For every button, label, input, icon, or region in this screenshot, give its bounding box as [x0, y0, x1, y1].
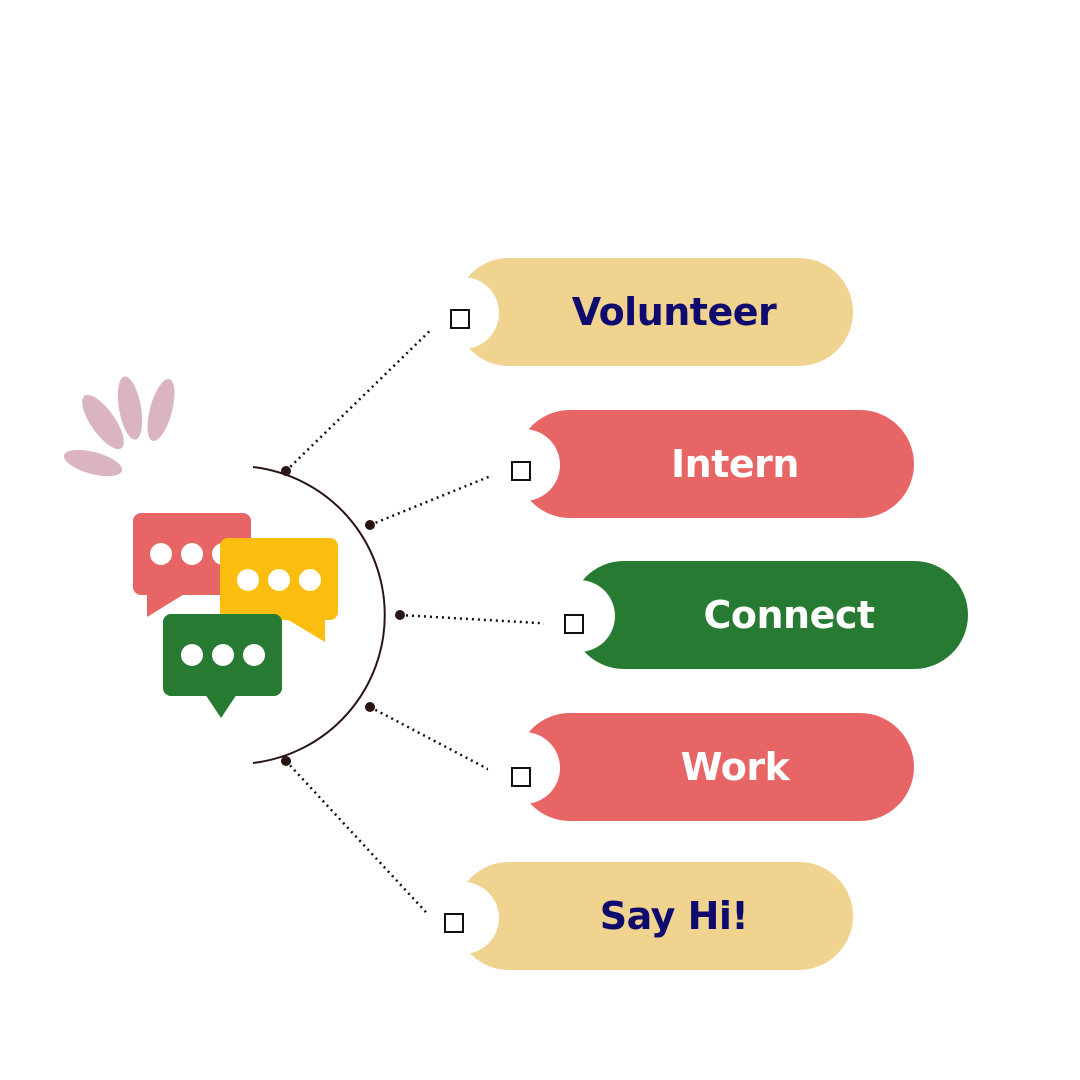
option-label: Say Hi!: [599, 894, 749, 938]
option-pill-intern[interactable]: Intern: [516, 410, 914, 518]
option-label: Intern: [671, 442, 799, 486]
option-pill-say-hi[interactable]: Say Hi!: [455, 862, 853, 970]
checkbox-icon[interactable]: [450, 309, 470, 329]
option-pill-connect[interactable]: Connect: [570, 561, 968, 669]
option-pill-volunteer[interactable]: Volunteer: [455, 258, 853, 366]
connector-node: [281, 756, 291, 766]
checkbox-icon[interactable]: [511, 461, 531, 481]
connector-node: [365, 702, 375, 712]
checkbox-icon[interactable]: [564, 614, 584, 634]
checkbox-icon[interactable]: [444, 913, 464, 933]
connector-node: [395, 610, 405, 620]
connector-line: [369, 469, 504, 527]
chat-bubble-green-icon: [163, 614, 282, 718]
connector-line: [285, 318, 443, 472]
connector-node: [281, 466, 291, 476]
option-label: Work: [680, 745, 790, 789]
checkbox-icon[interactable]: [511, 767, 531, 787]
option-label: Volunteer: [571, 290, 777, 334]
connector-line: [399, 613, 557, 626]
chat-bubble-yellow-icon: [220, 538, 338, 642]
connector-line: [369, 705, 504, 779]
connector-node: [365, 520, 375, 530]
option-pill-work[interactable]: Work: [516, 713, 914, 821]
option-label: Connect: [703, 593, 875, 637]
connector-line: [285, 760, 437, 924]
hub-arc: [252, 466, 386, 764]
